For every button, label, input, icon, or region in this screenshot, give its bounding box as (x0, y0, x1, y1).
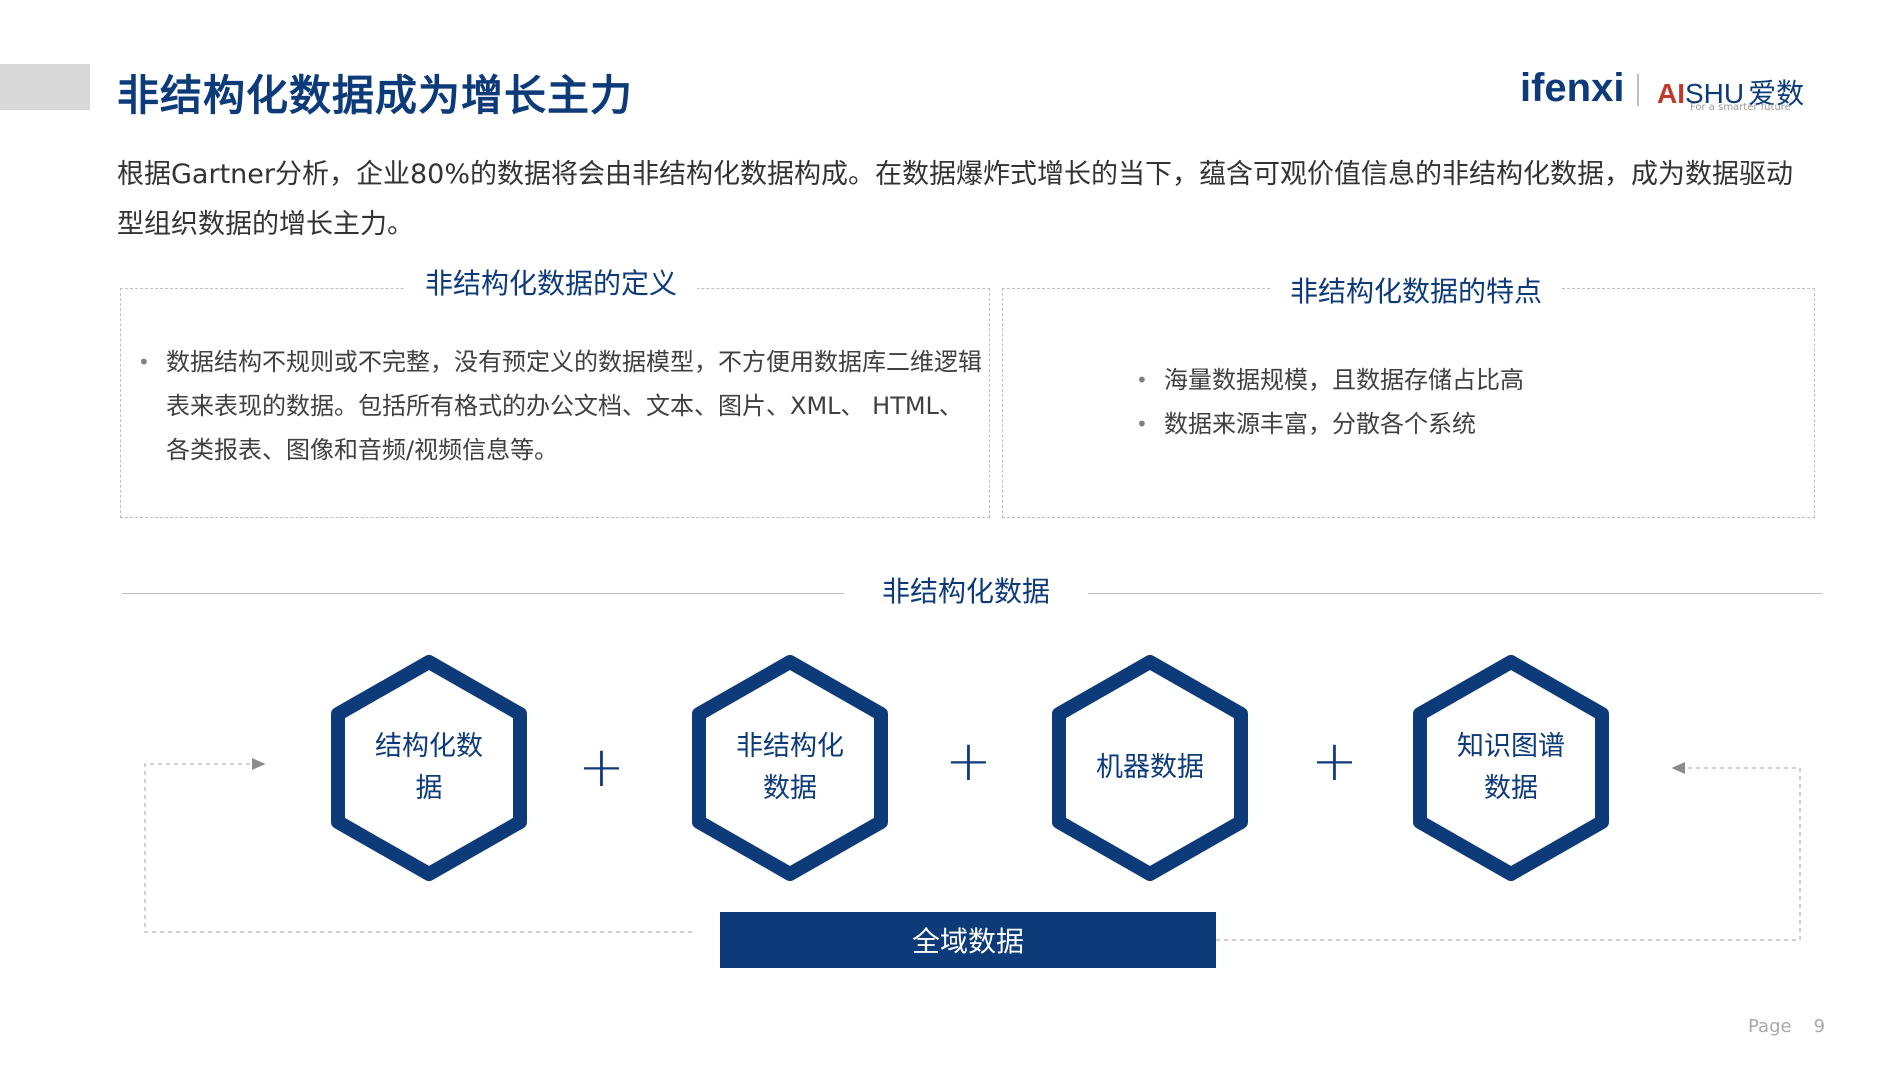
page-title: 非结构化数据成为增长主力 (117, 71, 634, 120)
title-accent-bar (0, 64, 90, 110)
hex-machine-data: 机器数据 (1047, 650, 1253, 886)
hexagon-shape (1052, 655, 1248, 881)
plus-icon: + (1311, 729, 1358, 794)
divider-left (122, 593, 844, 594)
list-item: 数据来源丰富，分散各个系统 (1136, 402, 1776, 446)
hex-unstructured-data: 非结构化数据 (687, 650, 893, 886)
aishu-logo-cn: 爱数 (1748, 78, 1805, 109)
aishu-logo-shu: SHU (1685, 78, 1745, 109)
ifenxi-logo: ifenxi (1520, 66, 1625, 110)
logo-tagline: For a smarter future (1690, 102, 1791, 113)
features-list: 海量数据规模，且数据存储占比高 数据来源丰富，分散各个系统 (1136, 358, 1776, 446)
hex-structured-data: 结构化数据 (326, 650, 532, 886)
logo-separator (1637, 74, 1639, 106)
hexagon-shape (692, 655, 888, 881)
section-label: 非结构化数据 (882, 575, 1051, 608)
divider-right (1088, 593, 1823, 594)
definition-label: 非结构化数据的定义 (405, 262, 698, 302)
definition-list: 数据结构不规则或不完整，没有预定义的数据模型，不方便用数据库二维逻辑表来表现的数… (138, 340, 983, 472)
plus-icon: + (945, 729, 992, 794)
hex-label: 知识图谱数据 (1457, 731, 1565, 804)
hex-knowledge-graph-data: 知识图谱数据 (1408, 650, 1614, 886)
global-data-bar: 全域数据 (720, 912, 1216, 968)
aishu-logo-ai: AI (1657, 78, 1685, 109)
list-item: 数据结构不规则或不完整，没有预定义的数据模型，不方便用数据库二维逻辑表来表现的数… (138, 340, 983, 472)
hex-label: 结构化数据 (375, 731, 483, 804)
intro-paragraph: 根据Gartner分析，企业80%的数据将会由非结构化数据构成。在数据爆炸式增长… (117, 159, 1793, 240)
hex-label: 机器数据 (1096, 752, 1204, 783)
page-number: 9 (1813, 1016, 1826, 1037)
plus-icon: + (578, 735, 625, 800)
hexagon-shape (331, 655, 527, 881)
features-label: 非结构化数据的特点 (1270, 270, 1563, 310)
page-indicator: Page 9 (1748, 1016, 1825, 1037)
hexagon-shape (1413, 655, 1609, 881)
page-label: Page (1748, 1016, 1792, 1037)
list-item: 海量数据规模，且数据存储占比高 (1136, 358, 1776, 402)
hex-label: 非结构化数据 (736, 731, 844, 804)
